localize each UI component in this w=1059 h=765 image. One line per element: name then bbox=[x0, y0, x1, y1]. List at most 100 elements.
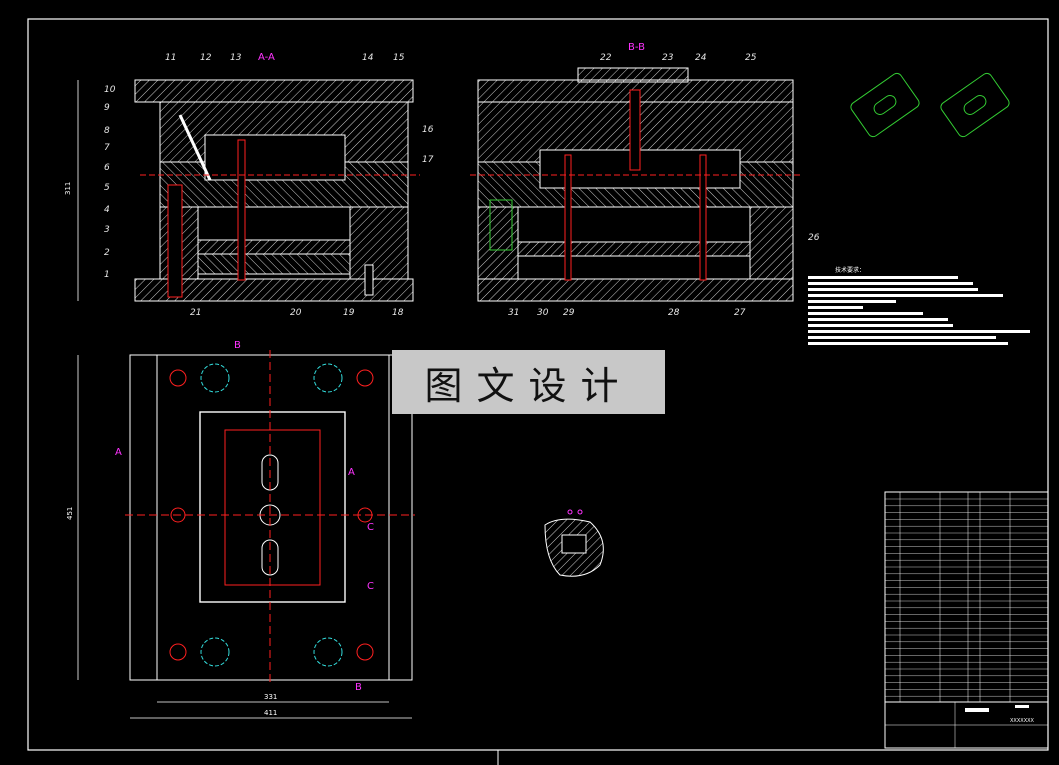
part-label: 12 bbox=[200, 53, 212, 63]
part-label: 17 bbox=[422, 155, 434, 165]
part-label: 22 bbox=[600, 53, 612, 63]
part-label: 23 bbox=[662, 53, 674, 63]
section-mark-c: C bbox=[367, 581, 374, 592]
part-label: 13 bbox=[230, 53, 242, 63]
part-label: 30 bbox=[537, 308, 549, 318]
plan-guide-pillar bbox=[200, 363, 230, 393]
aa-part-labels: 11 12 13 14 15 16 17 10 9 8 7 6 5 4 3 2 … bbox=[104, 53, 434, 318]
part-label: 4 bbox=[104, 205, 110, 215]
part-label: 10 bbox=[104, 85, 116, 95]
part-label: 1 bbox=[104, 270, 110, 280]
detail-cavity bbox=[561, 534, 587, 554]
note-line bbox=[808, 294, 1003, 297]
part-label: 6 bbox=[104, 163, 110, 173]
section-mark-b: B bbox=[355, 682, 362, 693]
part-label: 19 bbox=[343, 308, 355, 318]
bb-return-spring bbox=[489, 199, 513, 251]
aa-stop-pin bbox=[364, 264, 374, 296]
aa-ejector-pin-1 bbox=[237, 139, 246, 281]
drawing-number: XXXXXXX bbox=[1010, 718, 1035, 724]
section-bb-view: B-B 22 23 24 25 26 27 28 29 30 31 bbox=[470, 42, 820, 318]
section-bb-title: B-B bbox=[628, 42, 645, 53]
note-line bbox=[808, 300, 896, 303]
plan-mold-base bbox=[156, 354, 390, 681]
detail-view bbox=[544, 509, 604, 577]
plan-outer-plate bbox=[129, 354, 413, 681]
plan-outer-width-dim-text: 411 bbox=[264, 709, 277, 717]
plan-guide-pillar bbox=[313, 363, 343, 393]
section-aa-title: A-A bbox=[258, 52, 275, 63]
part-label: 5 bbox=[104, 183, 110, 193]
bb-bottom-clamp-plate bbox=[477, 278, 794, 302]
note-line bbox=[808, 318, 948, 321]
title-block: XXXXXXX bbox=[884, 491, 1049, 749]
part-label: 11 bbox=[165, 53, 176, 63]
note-line bbox=[808, 342, 1008, 345]
plan-height-dim-text: 451 bbox=[66, 507, 74, 520]
part-label: 21 bbox=[190, 308, 201, 318]
plan-screw bbox=[169, 643, 187, 661]
section-mark-b: B bbox=[234, 340, 241, 351]
plan-inner-width-dim-text: 331 bbox=[264, 693, 277, 701]
part-label: 26 bbox=[808, 233, 820, 243]
plan-slot-lower bbox=[261, 539, 279, 576]
technical-notes: 技术要求： bbox=[808, 266, 1030, 345]
bb-sprue-bushing bbox=[629, 89, 641, 171]
note-line bbox=[808, 324, 953, 327]
part-label: 2 bbox=[104, 248, 110, 258]
watermark-label: 图文设计 bbox=[392, 350, 665, 414]
aa-ejector-plate bbox=[197, 253, 351, 275]
note-line bbox=[808, 288, 978, 291]
part-label: 16 bbox=[422, 125, 434, 135]
plan-screw bbox=[356, 369, 374, 387]
part-label: 28 bbox=[668, 308, 680, 318]
detail-mark bbox=[567, 509, 573, 515]
plan-screw bbox=[357, 507, 373, 523]
iso-part-view-2 bbox=[940, 72, 1010, 138]
part-label: 7 bbox=[104, 143, 110, 153]
aa-angle-pin bbox=[178, 114, 212, 181]
aa-part-cavity bbox=[204, 134, 346, 181]
plan-view: B B A A C C 451 331 411 bbox=[66, 340, 415, 719]
part-label: 27 bbox=[734, 308, 746, 318]
note-line bbox=[808, 336, 996, 339]
title-block-name-bar bbox=[965, 708, 989, 712]
bb-part-labels: 22 23 24 25 26 27 28 29 30 31 bbox=[508, 53, 820, 318]
section-mark-a: A bbox=[348, 467, 355, 478]
detail-mark bbox=[577, 509, 583, 515]
part-label: 31 bbox=[508, 308, 519, 318]
section-mark-a: A bbox=[115, 447, 122, 458]
bb-ejector-pin-1 bbox=[564, 154, 572, 281]
part-label: 20 bbox=[290, 308, 302, 318]
note-line bbox=[808, 282, 973, 285]
bb-ejector-pin-2 bbox=[699, 154, 707, 281]
aa-top-clamp-plate bbox=[134, 79, 414, 103]
aa-height-dim-text: 311 bbox=[64, 182, 72, 195]
part-label: 9 bbox=[104, 103, 110, 113]
plan-screw bbox=[170, 507, 186, 523]
isometric-part-views bbox=[850, 72, 1010, 138]
plan-screw bbox=[169, 369, 187, 387]
title-block-code-bar bbox=[1015, 705, 1029, 708]
bb-ejector-retainer bbox=[517, 241, 751, 257]
note-line bbox=[808, 276, 958, 279]
plan-core-insert bbox=[199, 411, 346, 603]
plan-cavity-outline bbox=[224, 429, 321, 586]
part-label: 25 bbox=[745, 53, 757, 63]
aa-ejector-retainer bbox=[197, 239, 351, 255]
aa-spacer-right bbox=[349, 206, 409, 280]
part-label: 15 bbox=[393, 53, 405, 63]
part-label: 18 bbox=[392, 308, 404, 318]
iso-part-view-1 bbox=[850, 72, 920, 138]
note-line bbox=[808, 312, 923, 315]
part-label: 24 bbox=[695, 53, 707, 63]
bb-spacer-left bbox=[477, 206, 519, 280]
section-mark-c: C bbox=[367, 522, 374, 533]
part-label: 29 bbox=[563, 308, 575, 318]
aa-bottom-clamp-plate bbox=[134, 278, 414, 302]
plan-guide-pillar bbox=[200, 637, 230, 667]
part-label: 3 bbox=[104, 225, 110, 235]
note-line bbox=[808, 306, 863, 309]
bom-rows bbox=[885, 498, 1048, 697]
